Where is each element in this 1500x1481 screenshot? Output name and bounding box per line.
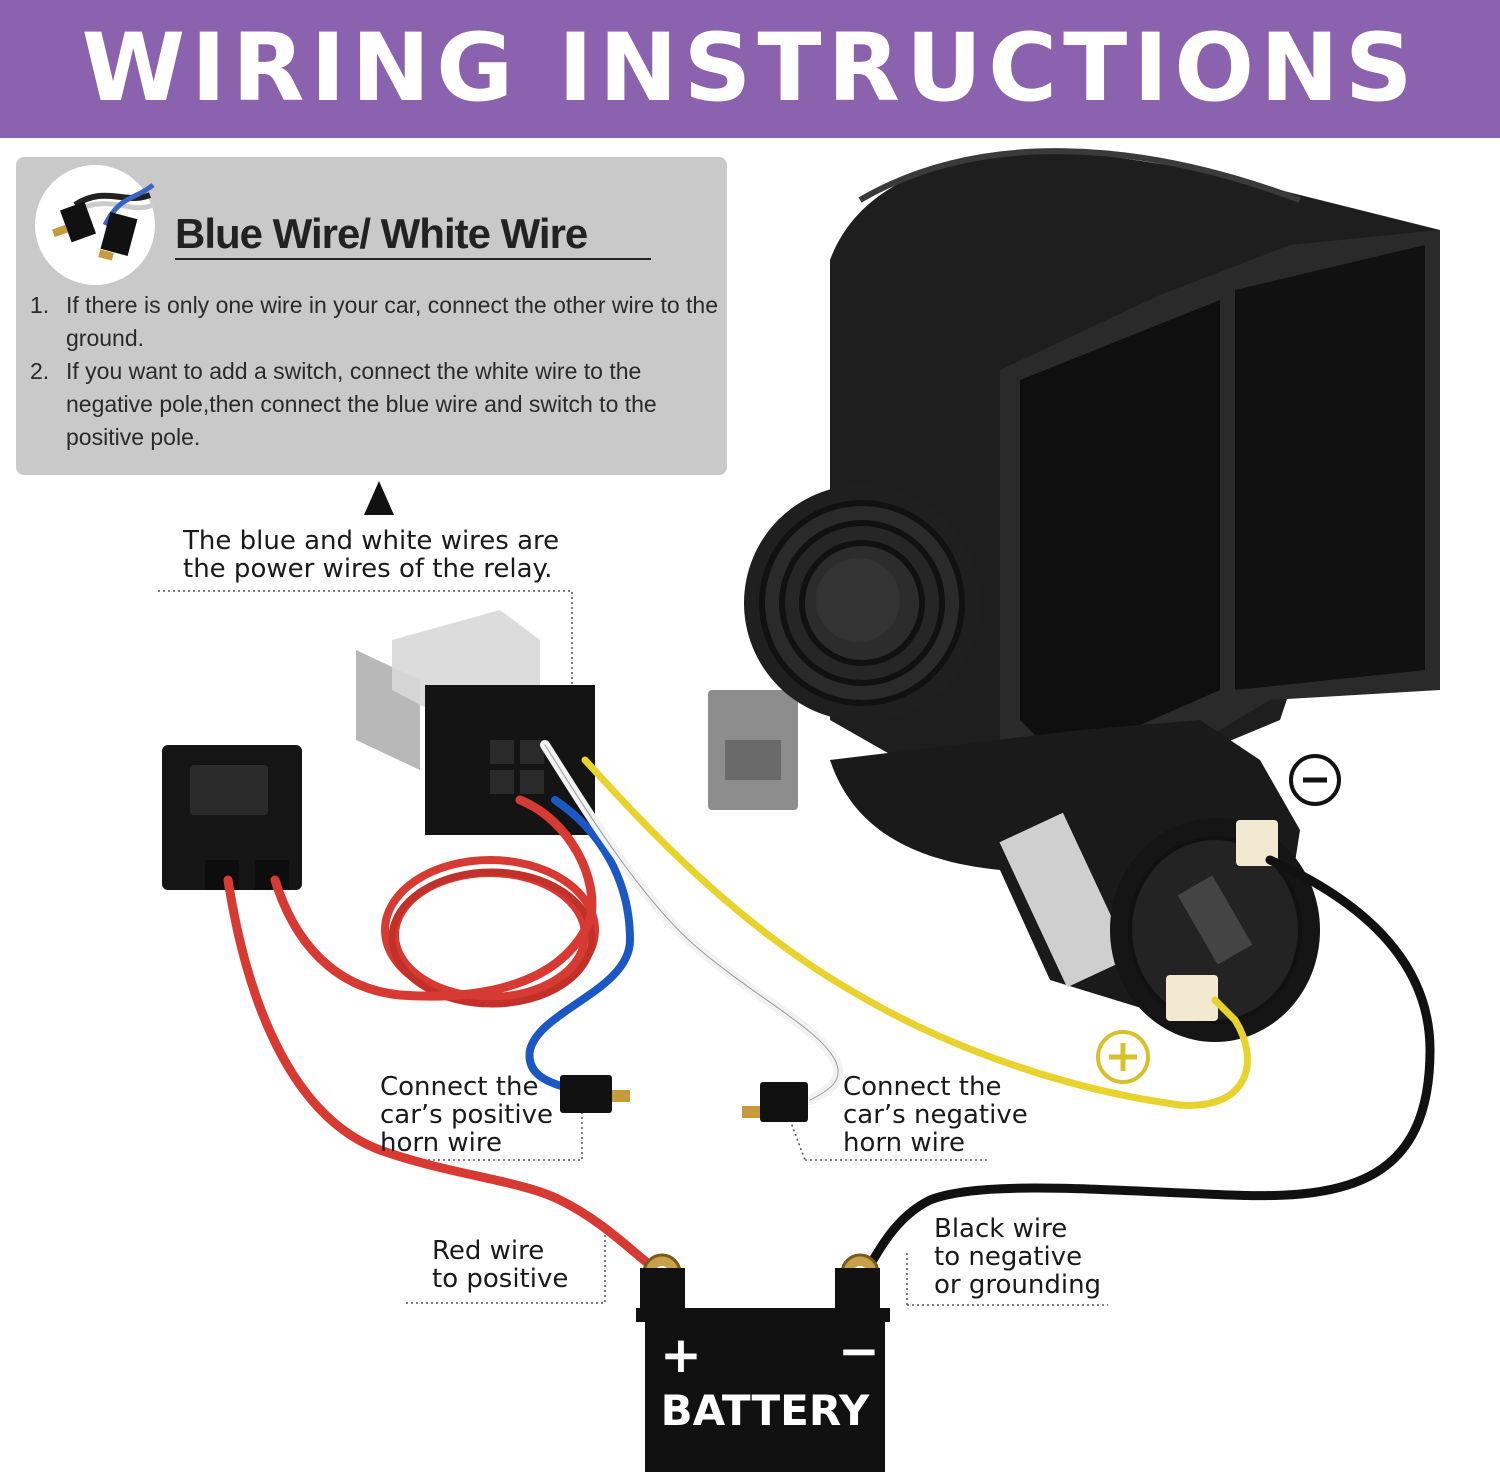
callout-line: Connect the [843, 1072, 1002, 1102]
wires [223, 740, 1435, 1270]
red-wire-callout: Red wire to positive [432, 1237, 568, 1293]
positive-horn-connector [560, 1075, 630, 1113]
info-item-text: If you want to add a switch, connect the… [66, 358, 657, 450]
yellow-wire [581, 756, 1251, 1109]
negative-terminal-icon [1289, 754, 1341, 806]
negative-horn-callout: Connect the car’s negative horn wire [843, 1073, 1028, 1157]
info-list-item: 1. If there is only one wire in your car,… [30, 289, 720, 355]
leader-relay [158, 590, 573, 720]
leader-red-wire [406, 1235, 606, 1304]
connector-icon [35, 165, 155, 285]
air-horn [708, 148, 1440, 1042]
callout-line: Connect the [380, 1072, 539, 1102]
battery-minus-sign: − [838, 1322, 880, 1380]
red-wire-battery [223, 875, 655, 1270]
info-item-number: 1. [30, 292, 50, 318]
callout-line: horn wire [380, 1128, 502, 1158]
callout-line: or grounding [934, 1270, 1102, 1300]
callout-line: to positive [432, 1264, 569, 1294]
positive-terminal-icon [1096, 1030, 1150, 1084]
callout-line: to negative [934, 1242, 1083, 1272]
battery [636, 1268, 890, 1472]
callout-line: horn wire [843, 1128, 965, 1158]
leader-lines [158, 590, 1108, 1306]
info-item-text: If there is only one wire in your car, c… [66, 292, 719, 351]
info-list-item: 2. If you want to add a switch, connect t… [30, 355, 720, 454]
header-banner: WIRING INSTRUCTIONS [0, 0, 1500, 138]
leader-negative-horn-tick [789, 1119, 806, 1161]
battery-label: BATTERY [660, 1386, 870, 1435]
negative-horn-connector [742, 1082, 808, 1122]
battery-plus-sign: + [660, 1326, 702, 1384]
info-item-number: 2. [30, 358, 50, 384]
callout-line: Red wire [432, 1236, 545, 1266]
battery-body [645, 1322, 885, 1472]
callout-line: Black wire [934, 1214, 1068, 1244]
callout-line: the power wires of the relay. [183, 554, 553, 584]
blue-wire [525, 796, 635, 1094]
black-wire-callout: Black wire to negative or grounding [934, 1215, 1101, 1299]
red-wire-relay [270, 795, 597, 1001]
pointer-triangle-icon [364, 481, 394, 515]
black-wire [865, 855, 1435, 1270]
info-title-underline [175, 258, 651, 260]
info-list: 1. If there is only one wire in your car,… [30, 289, 720, 454]
rocker-switch [162, 745, 302, 890]
callout-line: car’s positive [380, 1100, 553, 1130]
relay-power-callout: The blue and white wires are the power w… [183, 527, 559, 583]
info-box: Blue Wire/ White Wire 1. If there is only… [16, 157, 727, 475]
page-title: WIRING INSTRUCTIONS [81, 14, 1419, 123]
callout-line: The blue and white wires are [183, 526, 560, 556]
positive-horn-callout: Connect the car’s positive horn wire [380, 1073, 553, 1157]
info-title: Blue Wire/ White Wire [175, 210, 588, 257]
callout-line: car’s negative [843, 1100, 1028, 1130]
